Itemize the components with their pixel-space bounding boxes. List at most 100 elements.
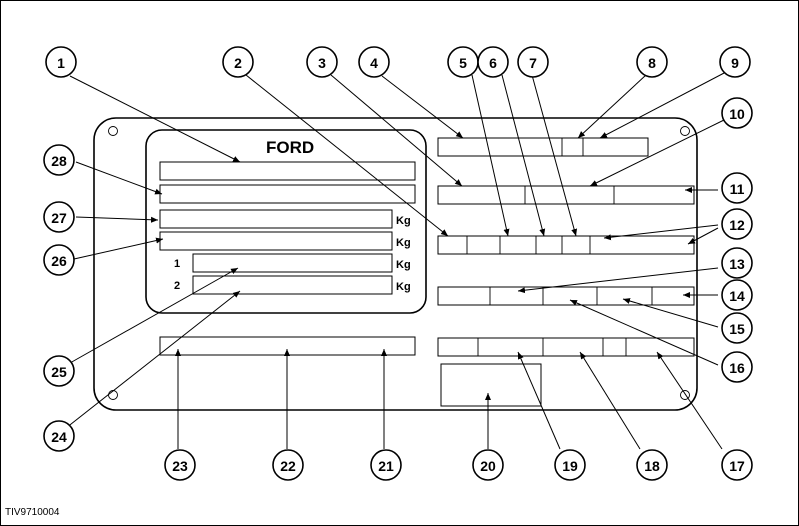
brand-label: FORD [266, 138, 314, 157]
callout-number: 1 [57, 55, 65, 71]
callout-number: 27 [51, 210, 67, 226]
callout-number: 23 [172, 458, 188, 474]
callout-number: 22 [280, 458, 296, 474]
callout-number: 11 [730, 181, 745, 197]
field-27 [159, 209, 393, 229]
field-axle-2 [192, 275, 393, 295]
leader-7 [531, 74, 578, 237]
leader-17 [656, 351, 723, 450]
callout-number: 20 [480, 458, 496, 474]
leader-27 [75, 216, 159, 223]
leader-12a [603, 224, 719, 241]
callout-number: 4 [370, 55, 378, 71]
leader-25 [69, 267, 239, 364]
field-axle-1 [192, 253, 393, 273]
callout-number: 15 [729, 321, 745, 337]
unit-label-kg: Kg [396, 281, 411, 293]
leader-16 [569, 299, 719, 366]
axle-number-2: 2 [174, 280, 180, 292]
mounting-hole-bottom-right [680, 390, 690, 400]
callout-circle [636, 46, 668, 78]
callout-circle [164, 449, 196, 481]
callout-number: 13 [729, 256, 745, 272]
callout-number: 10 [729, 106, 745, 122]
outer-plate [93, 117, 698, 411]
callout-circle [472, 449, 504, 481]
callout-number: 5 [459, 55, 467, 71]
callout-circle [721, 279, 753, 311]
callout-circle [358, 46, 390, 78]
mounting-hole-top-left [108, 126, 118, 136]
field-28 [159, 184, 416, 204]
callout-circle [43, 420, 75, 452]
callout-circle [721, 208, 753, 240]
leader-lines [65, 71, 727, 450]
unit-label-kg: Kg [396, 215, 411, 227]
leader-12b [687, 227, 719, 245]
field-right-row-1 [437, 137, 649, 157]
field-26 [159, 231, 393, 251]
leader-2 [245, 74, 449, 237]
callout-circle [517, 46, 549, 78]
leader-5 [471, 74, 510, 237]
callout-number: 28 [51, 153, 67, 169]
callout-number: 6 [489, 55, 497, 71]
callout-number: 24 [51, 429, 67, 445]
field-20 [440, 363, 542, 407]
callout-number: 26 [51, 253, 67, 269]
leader-8 [577, 74, 647, 139]
field-right-row-3 [437, 235, 695, 255]
callout-circle [636, 449, 668, 481]
leader-28 [75, 161, 163, 195]
callout-circle [721, 172, 753, 204]
inner-plate [145, 129, 427, 314]
callout-number: 16 [729, 360, 745, 376]
callout-number: 12 [729, 217, 745, 233]
callout-number: 25 [51, 364, 67, 380]
callout-circle [43, 144, 75, 176]
callout-circle [45, 46, 77, 78]
leader-26 [73, 237, 164, 260]
leader-18 [579, 351, 641, 450]
callout-number: 19 [562, 458, 578, 474]
mounting-hole-top-right [680, 126, 690, 136]
callout-circle [306, 46, 338, 78]
callout-circle [43, 355, 75, 387]
callout-number: 21 [378, 458, 394, 474]
callout-circle [721, 247, 753, 279]
field-right-row-2 [437, 185, 695, 205]
callout-circle [721, 312, 753, 344]
callout-number: 2 [234, 55, 242, 71]
callout-circle [554, 449, 586, 481]
figure-reference: TIV9710004 [5, 507, 60, 518]
unit-label-kg: Kg [396, 237, 411, 249]
unit-label-kg: Kg [396, 259, 411, 271]
leader-9 [599, 71, 727, 139]
callout-circle [721, 449, 753, 481]
callout-number: 14 [729, 288, 745, 304]
mounting-hole-bottom-left [108, 390, 118, 400]
leader-4 [381, 75, 464, 139]
callout-number: 17 [729, 458, 745, 474]
callout-number: 18 [644, 458, 660, 474]
leader-10 [589, 119, 725, 187]
field-right-row-4 [437, 286, 695, 306]
callout-circle [477, 46, 509, 78]
leader-15 [622, 298, 719, 328]
callout-circle [719, 46, 751, 78]
axle-number-1: 1 [174, 258, 180, 270]
field-right-row-5 [437, 337, 695, 357]
callout-number: 8 [648, 55, 656, 71]
callout-number: 3 [318, 55, 326, 71]
leader-1 [69, 75, 241, 163]
callout-circle [721, 97, 753, 129]
callout-circle [43, 244, 75, 276]
callout-circle [43, 201, 75, 233]
field-vin [159, 161, 416, 181]
leader-24 [65, 290, 241, 429]
callout-number: 7 [529, 55, 537, 71]
callout-circle [272, 449, 304, 481]
leader-3 [330, 74, 463, 187]
